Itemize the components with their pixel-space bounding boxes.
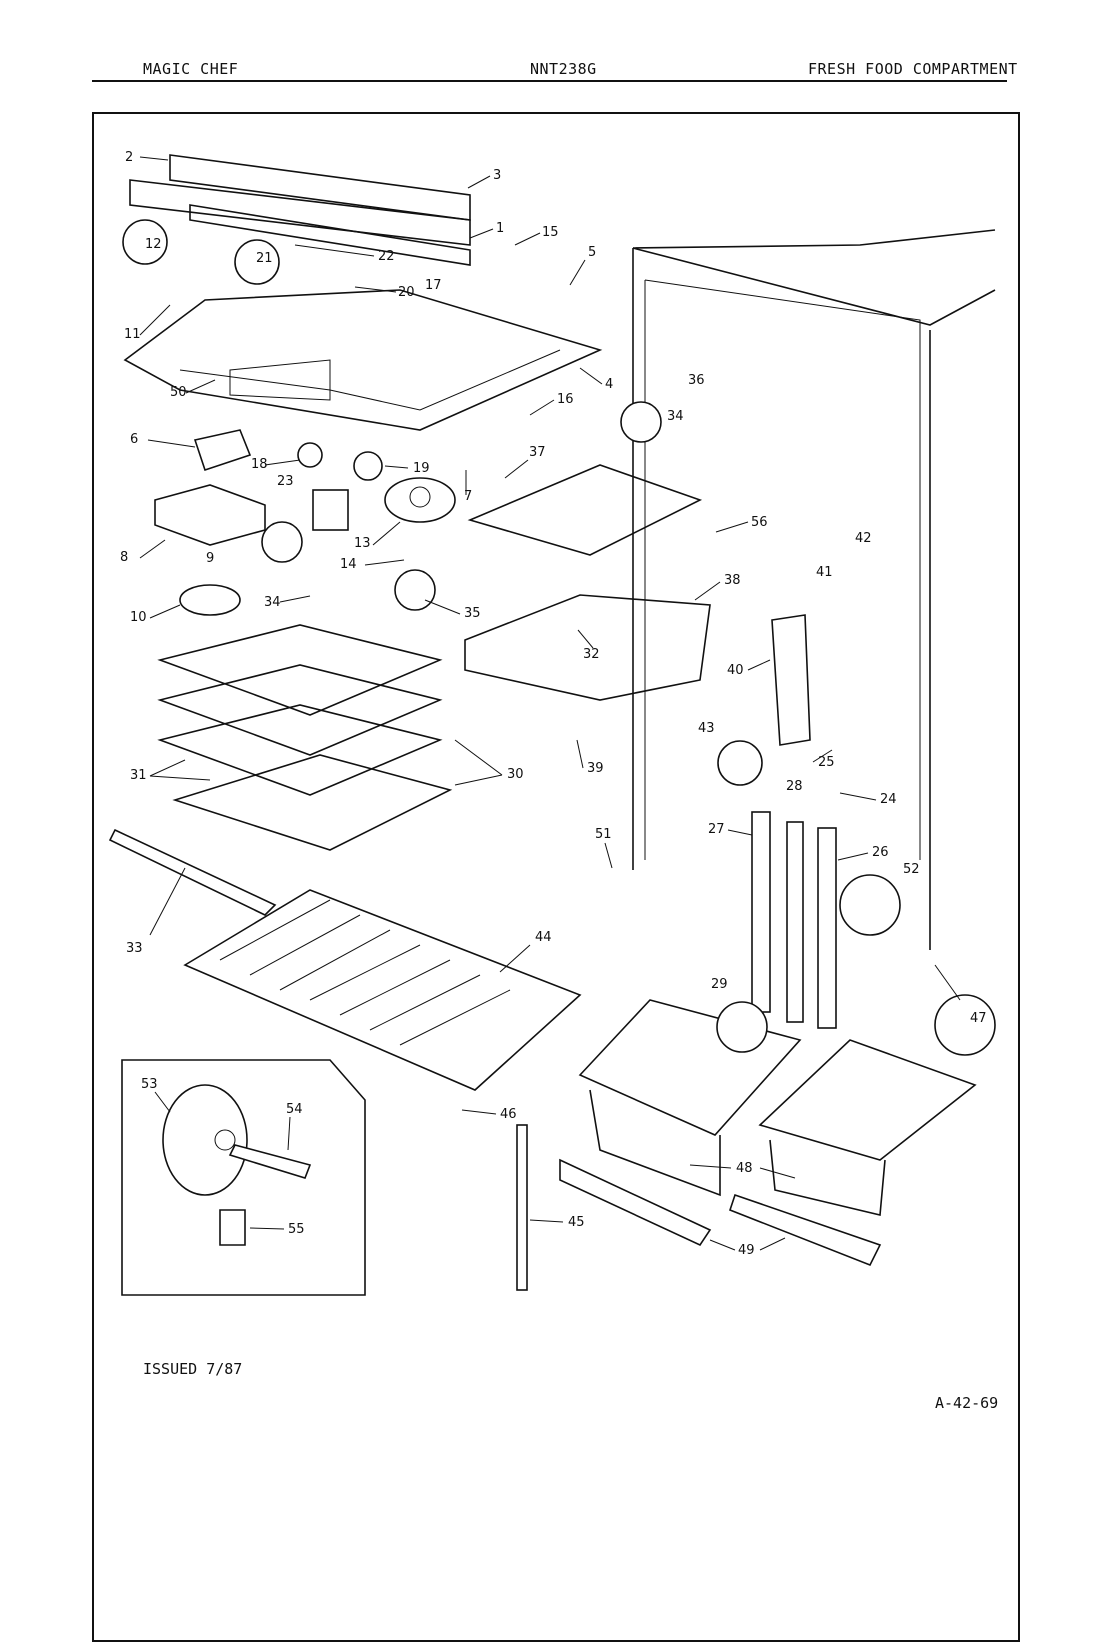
leader-lines: [139, 156, 961, 1251]
callout-39: 39: [587, 761, 604, 776]
callout-32: 32: [583, 647, 600, 662]
callout-24: 24: [880, 792, 897, 807]
model-number: NNT238G: [530, 60, 597, 78]
callout-22: 22: [378, 249, 395, 264]
callout-19: 19: [413, 461, 430, 476]
callout-17: 17: [425, 278, 442, 293]
callout-29: 29: [711, 977, 728, 992]
callout-55: 55: [288, 1222, 305, 1237]
detail-circle-12: [122, 219, 168, 265]
callout-42: 42: [855, 531, 872, 546]
callout-36: 36: [688, 373, 705, 388]
callout-15: 15: [542, 225, 559, 240]
issued-date: ISSUED 7/87: [143, 1360, 243, 1378]
callout-53: 53: [141, 1077, 158, 1092]
callout-54: 54: [286, 1102, 303, 1117]
callout-37: 37: [529, 445, 546, 460]
callouts: 2 3 1 12 21 22 15 5 20 17 11 4 36 50 16 …: [120, 150, 987, 1258]
callout-51: 51: [595, 827, 612, 842]
callout-23: 23: [277, 474, 294, 489]
header-rule: [92, 80, 1007, 82]
callout-33: 33: [126, 941, 143, 956]
callout-20: 20: [398, 285, 415, 300]
callout-40: 40: [727, 663, 744, 678]
exploded-parts-diagram: 2 3 1 12 21 22 15 5 20 17 11 4 36 50 16 …: [108, 150, 996, 1296]
callout-2: 2: [125, 150, 133, 165]
callout-6: 6: [130, 432, 138, 447]
callout-1: 1: [496, 221, 504, 236]
callout-8: 8: [120, 550, 128, 565]
callout-11: 11: [124, 327, 141, 342]
callout-38: 38: [724, 573, 741, 588]
callout-10: 10: [130, 610, 147, 625]
callout-12: 12: [145, 237, 162, 252]
callout-16: 16: [557, 392, 574, 407]
callout-4: 4: [605, 377, 613, 392]
callout-49: 49: [738, 1243, 755, 1258]
callout-34-top: 34: [667, 409, 684, 424]
callout-28: 28: [786, 779, 803, 794]
callout-50: 50: [170, 385, 187, 400]
callout-56: 56: [751, 515, 768, 530]
callout-45: 45: [568, 1215, 585, 1230]
callout-41: 41: [816, 565, 833, 580]
callout-14: 14: [340, 557, 357, 572]
diagram-frame: [92, 112, 1020, 1642]
callout-27: 27: [708, 822, 725, 837]
page-code: A-42-69: [935, 1394, 999, 1412]
callout-25: 25: [818, 755, 835, 770]
callout-46: 46: [500, 1107, 517, 1122]
detail-circle-21: [234, 239, 280, 285]
callout-21: 21: [256, 251, 273, 266]
section-title: FRESH FOOD COMPARTMENT: [808, 60, 1018, 78]
callout-44: 44: [535, 930, 552, 945]
parts-artwork: [108, 154, 996, 1296]
callout-7: 7: [464, 489, 472, 504]
callout-43: 43: [698, 721, 715, 736]
brand-label: MAGIC CHEF: [143, 60, 239, 78]
callout-47: 47: [970, 1011, 987, 1026]
callout-9: 9: [206, 551, 214, 566]
callout-31: 31: [130, 768, 147, 783]
callout-52: 52: [903, 862, 920, 877]
callout-48: 48: [736, 1161, 753, 1176]
callout-26: 26: [872, 845, 889, 860]
callout-3: 3: [493, 168, 501, 183]
callout-18: 18: [251, 457, 268, 472]
callout-13: 13: [354, 536, 371, 551]
callout-30: 30: [507, 767, 524, 782]
callout-35: 35: [464, 606, 481, 621]
callout-34: 34: [264, 595, 281, 610]
callout-5: 5: [588, 245, 596, 260]
